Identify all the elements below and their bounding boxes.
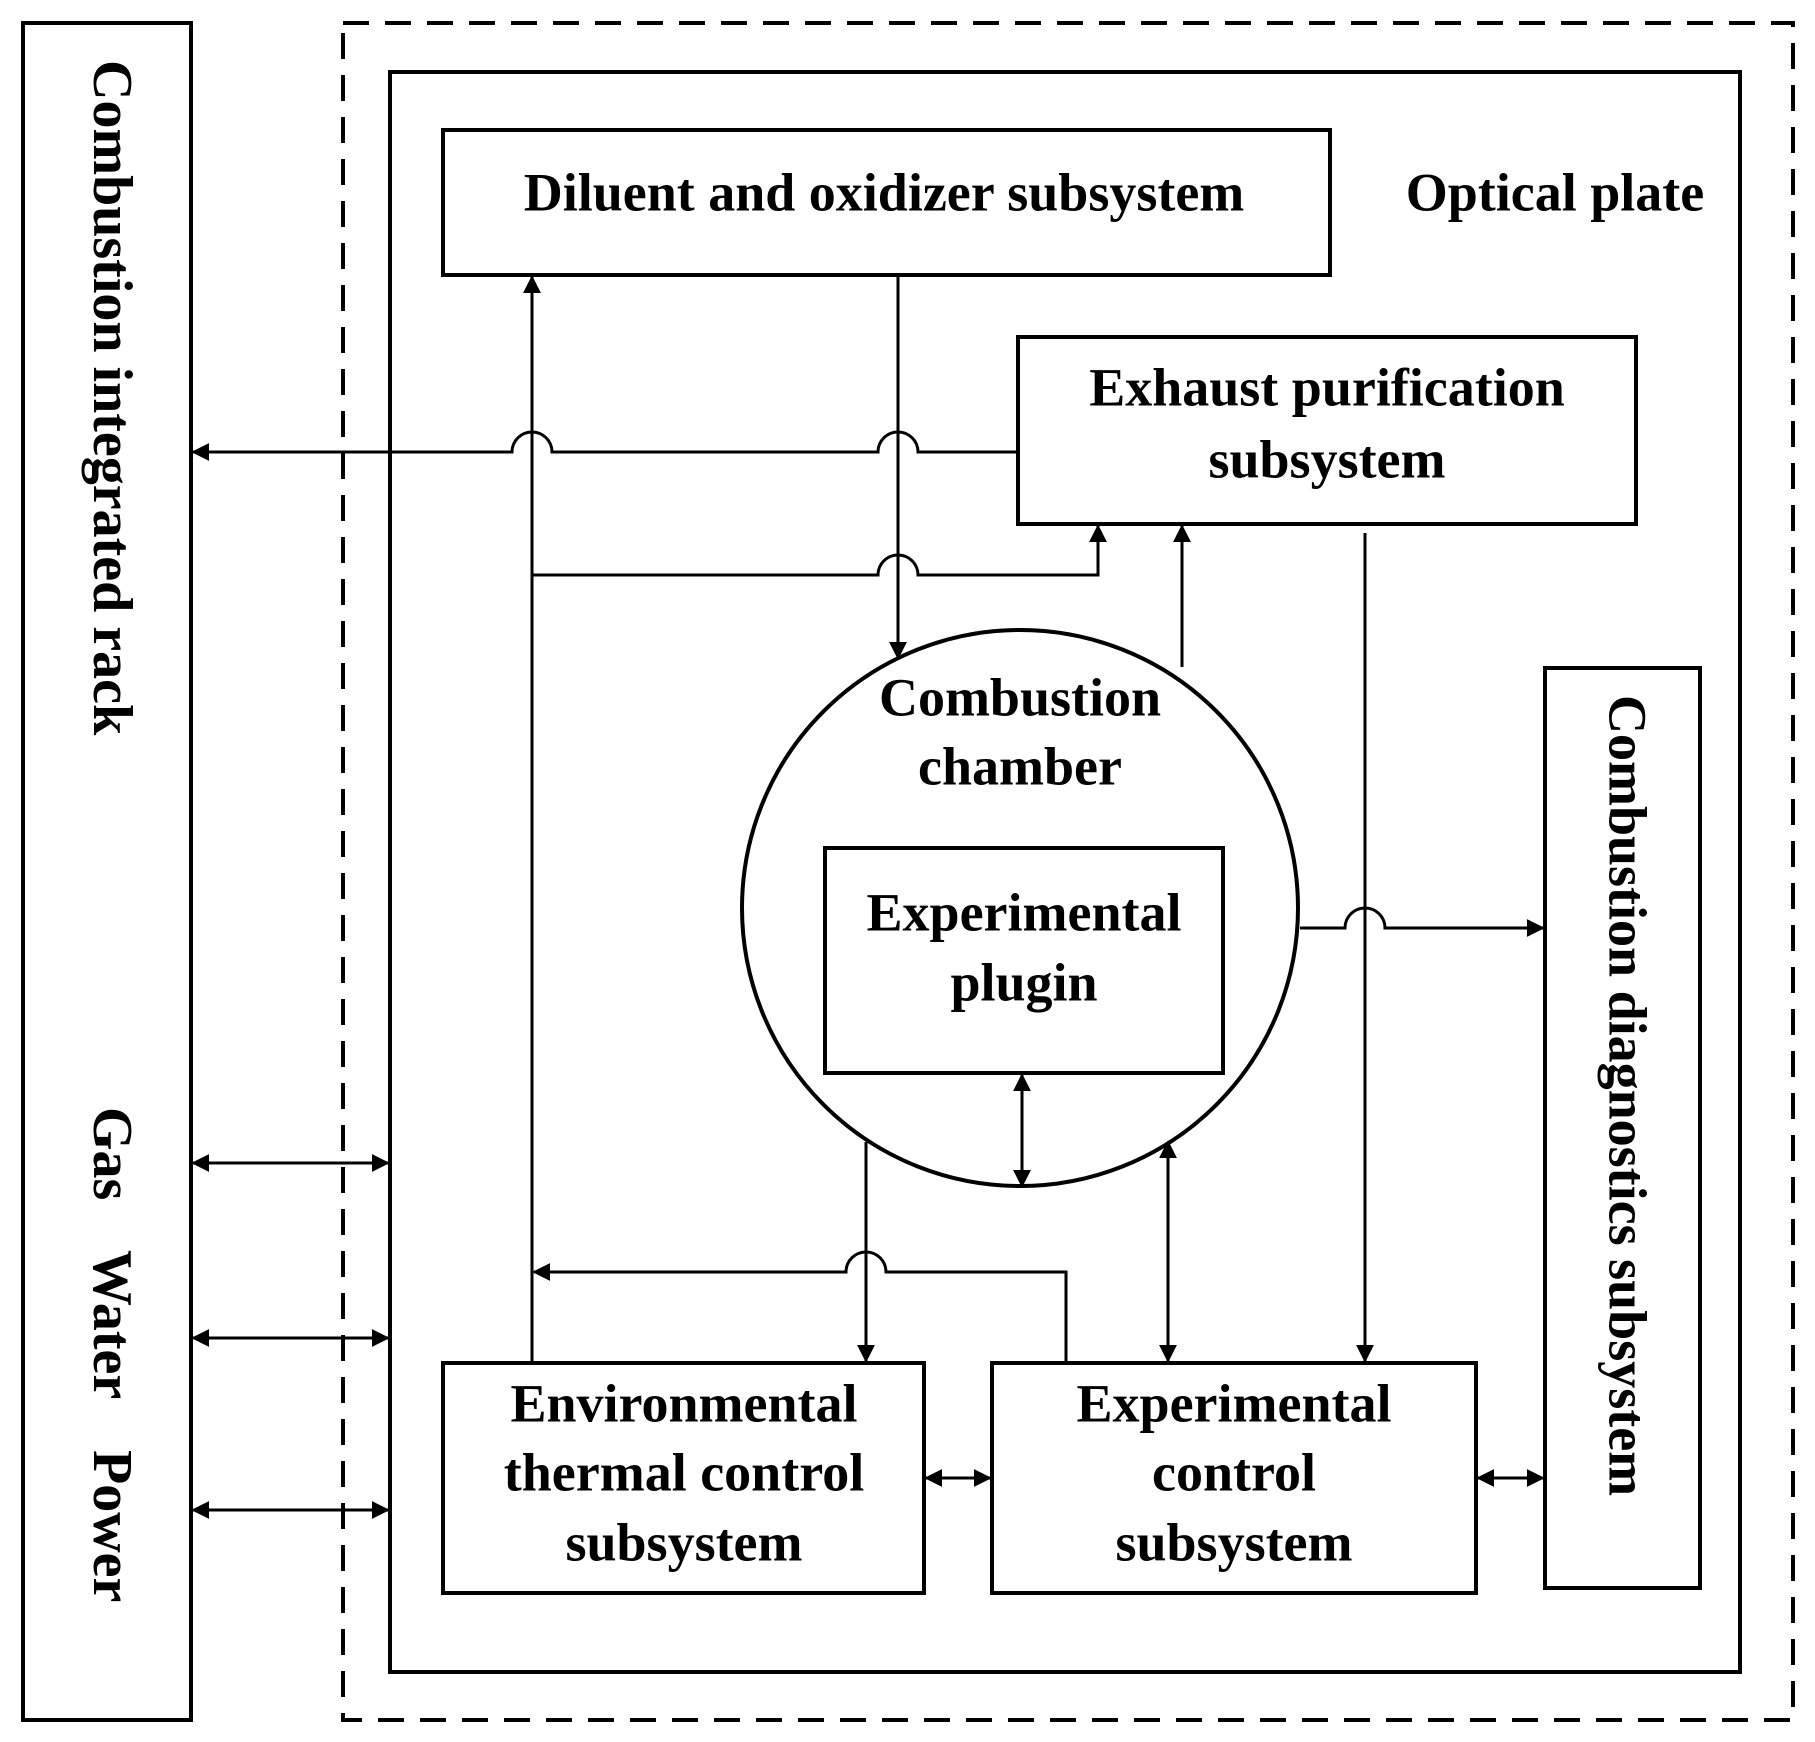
- thermal-label-line2: thermal control: [504, 1442, 864, 1502]
- experimental-plugin-box: [823, 846, 1225, 1075]
- chamber-label-line2: chamber: [918, 736, 1122, 796]
- thermal-control-box: [441, 1361, 926, 1595]
- chamber-label-line1: Combustion: [879, 667, 1161, 727]
- diluent-oxidizer-label: Diluent and oxidizer subsystem: [524, 162, 1245, 222]
- diluent-oxidizer-box: [441, 128, 1332, 277]
- exhaust-label-line2: subsystem: [1208, 429, 1445, 489]
- plugin-label-line1: Experimental: [867, 882, 1182, 942]
- thermal-to-exhaust-line: [532, 524, 1107, 577]
- thermal-label-line1: Environmental: [510, 1373, 857, 1433]
- dashed-boundary: [341, 21, 1795, 1722]
- control-label-line2: control: [1152, 1442, 1316, 1502]
- diagnostics-label: Combustion diagnostics subsystem: [1598, 695, 1658, 1496]
- exhaust-to-rack-line: [191, 430, 1018, 461]
- rack-box: [21, 21, 193, 1722]
- control-label-line3: subsystem: [1115, 1512, 1352, 1572]
- optical-plate-box: [388, 70, 1742, 1674]
- chamber-to-diagnostics-line: [1300, 906, 1545, 937]
- experimental-control-box: [990, 1361, 1478, 1595]
- water-label: Water: [81, 1250, 143, 1399]
- gas-label: Gas: [81, 1107, 143, 1200]
- rack-label: Combustion integrated rack: [81, 60, 143, 736]
- thermal-label-line3: subsystem: [565, 1512, 802, 1572]
- plugin-label-line2: plugin: [950, 952, 1097, 1012]
- exhaust-label-line1: Exhaust purification: [1089, 357, 1565, 417]
- diagnostics-box: [1543, 666, 1702, 1590]
- exhaust-purification-box: [1016, 335, 1638, 526]
- optical-plate-label: Optical plate: [1406, 162, 1704, 222]
- power-label: Power: [81, 1450, 143, 1602]
- control-to-trunk-line: [532, 1250, 1068, 1363]
- control-label-line1: Experimental: [1077, 1373, 1392, 1433]
